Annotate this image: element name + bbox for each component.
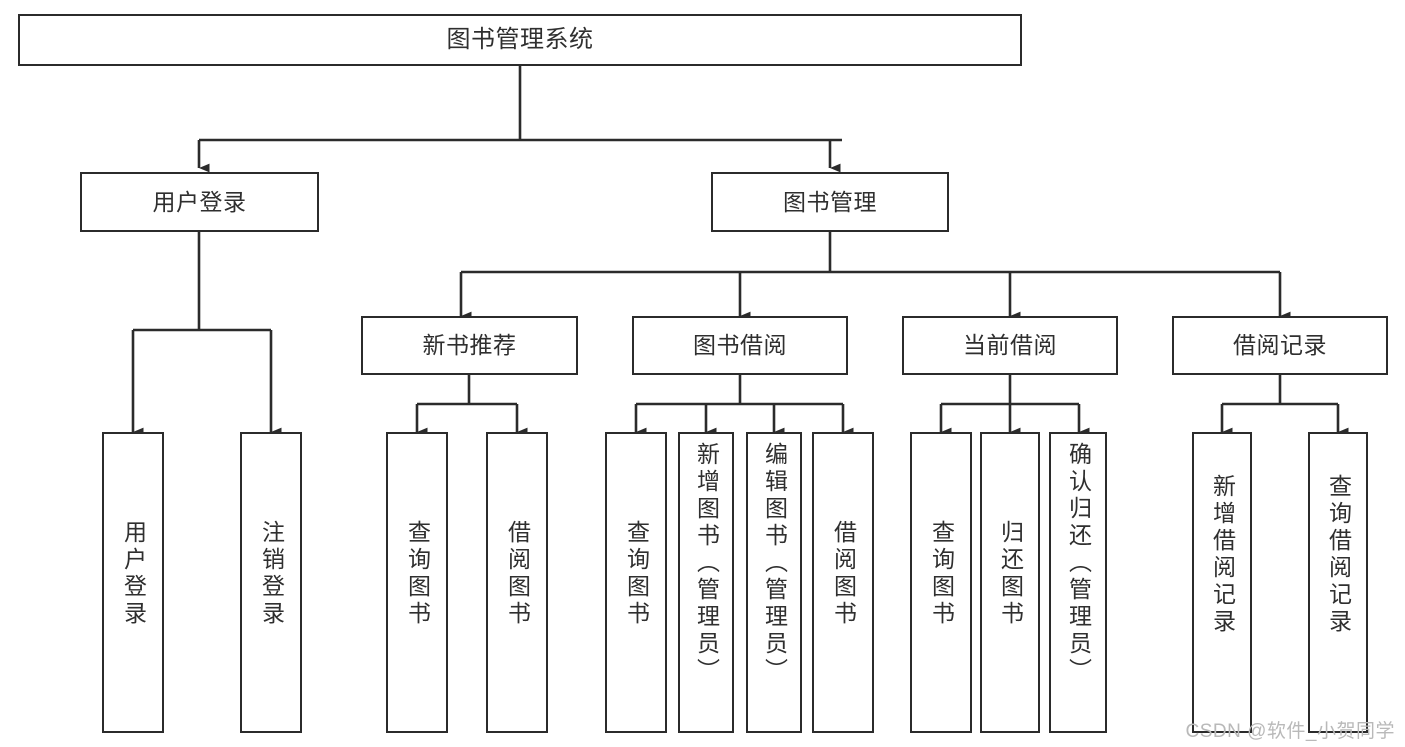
node-current-borrow[interactable]: 当前借阅 bbox=[902, 316, 1118, 375]
leaf-borrow-add-book-admin-label: 新增图书（管理员） bbox=[693, 442, 720, 685]
leaf-record-add-record-label: 新增借阅记录 bbox=[1209, 474, 1236, 636]
leaf-new-book-query-book-label: 查询图书 bbox=[404, 520, 431, 628]
leaf-current-return-book-label: 归还图书 bbox=[997, 520, 1024, 628]
node-borrow-record[interactable]: 借阅记录 bbox=[1172, 316, 1388, 375]
leaf-borrow-borrow-book[interactable]: 借阅图书 bbox=[812, 432, 874, 733]
leaf-borrow-query-book[interactable]: 查询图书 bbox=[605, 432, 667, 733]
leaf-user-login-login[interactable]: 用户登录 bbox=[102, 432, 164, 733]
node-current-borrow-label: 当前借阅 bbox=[963, 332, 1057, 358]
leaf-borrow-borrow-book-label: 借阅图书 bbox=[830, 520, 857, 628]
leaf-user-login-login-label: 用户登录 bbox=[120, 520, 147, 628]
node-root-system-label: 图书管理系统 bbox=[446, 26, 594, 53]
node-book-borrow[interactable]: 图书借阅 bbox=[632, 316, 848, 375]
watermark-text: CSDN @软件_小贺同学 bbox=[1185, 721, 1395, 742]
leaf-current-query-book-label: 查询图书 bbox=[928, 520, 955, 628]
leaf-borrow-edit-book-admin-label: 编辑图书（管理员） bbox=[761, 442, 788, 685]
node-book-management-label: 图书管理 bbox=[783, 188, 877, 215]
node-borrow-record-label: 借阅记录 bbox=[1233, 332, 1327, 358]
leaf-current-return-book[interactable]: 归还图书 bbox=[980, 432, 1040, 733]
node-new-book-recommend-label: 新书推荐 bbox=[422, 332, 517, 358]
leaf-new-book-query-book[interactable]: 查询图书 bbox=[386, 432, 448, 733]
leaf-user-login-logout-label: 注销登录 bbox=[258, 520, 285, 628]
node-root-system[interactable]: 图书管理系统 bbox=[18, 14, 1022, 66]
node-book-borrow-label: 图书借阅 bbox=[693, 332, 787, 358]
leaf-record-query-record[interactable]: 查询借阅记录 bbox=[1308, 432, 1368, 733]
leaf-current-confirm-return-admin[interactable]: 确认归还（管理员） bbox=[1049, 432, 1107, 733]
leaf-user-login-logout[interactable]: 注销登录 bbox=[240, 432, 302, 733]
leaf-record-query-record-label: 查询借阅记录 bbox=[1325, 474, 1352, 636]
node-book-management[interactable]: 图书管理 bbox=[711, 172, 949, 232]
node-user-login-label: 用户登录 bbox=[152, 188, 247, 215]
leaf-new-book-borrow-book[interactable]: 借阅图书 bbox=[486, 432, 548, 733]
leaf-borrow-add-book-admin[interactable]: 新增图书（管理员） bbox=[678, 432, 734, 733]
leaf-borrow-edit-book-admin[interactable]: 编辑图书（管理员） bbox=[746, 432, 802, 733]
leaf-new-book-borrow-book-label: 借阅图书 bbox=[504, 520, 531, 628]
node-user-login[interactable]: 用户登录 bbox=[80, 172, 319, 232]
leaf-borrow-query-book-label: 查询图书 bbox=[623, 520, 650, 628]
leaf-record-add-record[interactable]: 新增借阅记录 bbox=[1192, 432, 1252, 733]
node-new-book-recommend[interactable]: 新书推荐 bbox=[361, 316, 578, 375]
leaf-current-confirm-return-admin-label: 确认归还（管理员） bbox=[1065, 442, 1092, 685]
leaf-current-query-book[interactable]: 查询图书 bbox=[910, 432, 972, 733]
